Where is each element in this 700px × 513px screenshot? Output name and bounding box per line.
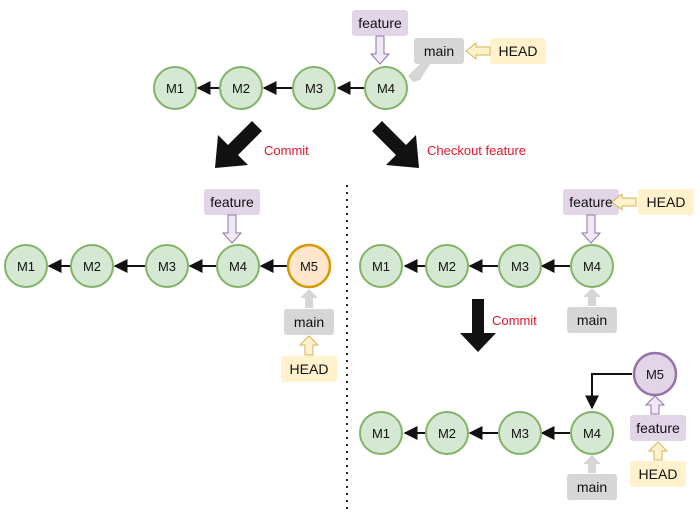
head-label: HEAD (490, 38, 546, 64)
commit-node-m3: M3 (145, 244, 189, 288)
commit-node-m5-feature: M5 (632, 351, 678, 397)
svg-text:feature: feature (210, 194, 254, 210)
feature-pointer-arrow (644, 395, 666, 415)
commit-label: M3 (511, 426, 529, 441)
main-branch-label: main (284, 309, 334, 335)
commit-node-m3: M3 (292, 66, 336, 110)
head-label: HEAD (638, 189, 694, 215)
commit-transition-arrow: Commit (215, 121, 309, 168)
svg-text:HEAD: HEAD (290, 361, 329, 377)
commit-node-m2: M2 (219, 66, 263, 110)
left-commit-on-main: M1 M2 M3 M4 M5 feature main (4, 189, 337, 382)
checkout-transition-arrow: Checkout feature (372, 121, 526, 168)
commit-label: M1 (166, 81, 184, 96)
head-pointer-arrow (611, 192, 637, 212)
commit-node-m1: M1 (359, 244, 403, 288)
second-commit-arrow-label: Commit (492, 313, 537, 328)
svg-text:HEAD: HEAD (639, 466, 678, 482)
commit-label: M3 (158, 259, 176, 274)
svg-text:feature: feature (569, 194, 613, 210)
commit-label: M2 (438, 259, 456, 274)
feature-pointer-arrow (580, 214, 602, 244)
feature-branch-label: feature (630, 415, 686, 441)
commit-node-m4: M4 (570, 244, 614, 288)
m5-parent-arrow (585, 373, 632, 410)
commit-label: M2 (232, 81, 250, 96)
commit-label: M4 (377, 81, 395, 96)
commit-label: M1 (17, 259, 35, 274)
commit-arrow-label: Commit (264, 143, 309, 158)
head-label: HEAD (630, 461, 686, 487)
svg-text:HEAD: HEAD (499, 43, 538, 59)
svg-text:feature: feature (358, 15, 402, 31)
main-branch-label: main (567, 474, 617, 500)
commit-node-m4: M4 (216, 244, 260, 288)
commit-label: M5 (300, 259, 318, 274)
commit-node-m2: M2 (425, 411, 469, 455)
commit-node-m2: M2 (425, 244, 469, 288)
right-commit-on-feature: M1 M2 M3 M4 M5 feature HEAD (359, 351, 686, 500)
commit-node-m4: M4 (364, 66, 408, 110)
commit-node-m1: M1 (4, 244, 48, 288)
right-after-checkout: M1 M2 M3 M4 feature HEAD main (359, 189, 694, 333)
initial-state: M1 M2 M3 M4 feature main HEAD (153, 10, 546, 110)
commit-label: M4 (583, 426, 601, 441)
feature-branch-label: feature (563, 189, 619, 215)
svg-text:main: main (577, 479, 607, 495)
svg-text:feature: feature (636, 420, 680, 436)
commit-label: M2 (438, 426, 456, 441)
checkout-arrow-label: Checkout feature (427, 143, 526, 158)
second-commit-transition-arrow: Commit (460, 299, 537, 352)
commit-node-m1: M1 (359, 411, 403, 455)
commit-label: M5 (646, 367, 664, 382)
svg-text:main: main (294, 314, 324, 330)
commit-label: M1 (372, 259, 390, 274)
main-branch-label: main (414, 38, 464, 64)
commit-label: M4 (229, 259, 247, 274)
commit-node-m5-main: M5 (286, 243, 332, 289)
commit-node-m1: M1 (153, 66, 197, 110)
commit-label: M1 (372, 426, 390, 441)
head-pointer-arrow (647, 441, 669, 461)
main-pointer-arrow (583, 288, 601, 306)
svg-text:HEAD: HEAD (647, 194, 686, 210)
main-branch-label: main (567, 307, 617, 333)
feature-branch-label: feature (204, 189, 260, 215)
feature-branch-label: feature (352, 10, 408, 36)
commit-node-m3: M3 (498, 244, 542, 288)
feature-pointer-arrow (221, 214, 243, 244)
main-pointer-arrow (300, 289, 318, 308)
commit-label: M2 (83, 259, 101, 274)
main-pointer-arrow (408, 64, 430, 82)
head-pointer-arrow (465, 41, 491, 61)
commit-label: M4 (583, 259, 601, 274)
feature-pointer-arrow (369, 35, 391, 65)
commit-node-m4: M4 (570, 411, 614, 455)
commit-label: M3 (305, 81, 323, 96)
main-pointer-arrow (583, 455, 601, 473)
commit-node-m2: M2 (70, 244, 114, 288)
commit-node-m3: M3 (498, 411, 542, 455)
commit-label: M3 (511, 259, 529, 274)
svg-text:main: main (424, 43, 454, 59)
svg-text:main: main (577, 312, 607, 328)
head-pointer-arrow (298, 335, 320, 356)
head-label: HEAD (281, 356, 337, 382)
